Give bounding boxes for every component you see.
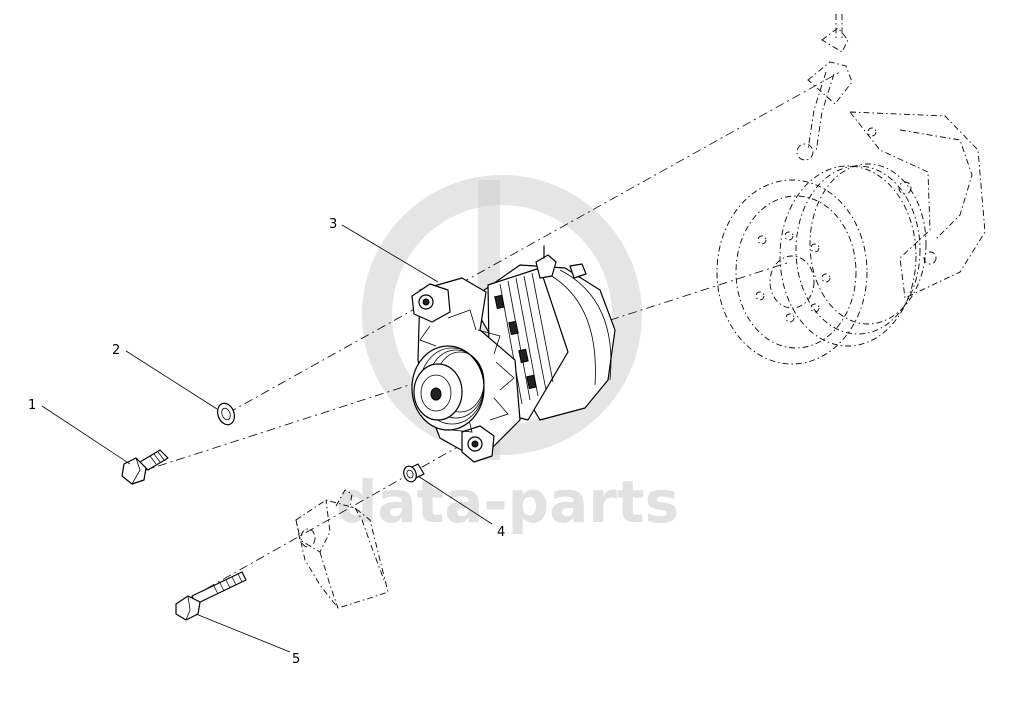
assembly-centerlines [139,71,841,599]
alternator [411,245,616,463]
callout-4: 4 [497,525,505,540]
long-bolt [175,571,247,621]
mounting-bracket [295,489,389,609]
callout-1: 1 [28,398,36,413]
callout-2: 2 [112,343,120,358]
callout-labels: 1 2 3 4 5 [28,217,505,667]
engine-compressor-ghost [716,14,986,365]
bolt [121,449,169,485]
watermark-brand-text: data-parts [336,468,679,536]
callout-leaders [41,224,493,653]
callout-5: 5 [292,652,300,667]
spacer [403,463,425,483]
watermark: data-parts [336,175,679,536]
washer [216,402,236,426]
callout-3: 3 [329,217,337,232]
watermark-logo-ring [362,175,642,455]
